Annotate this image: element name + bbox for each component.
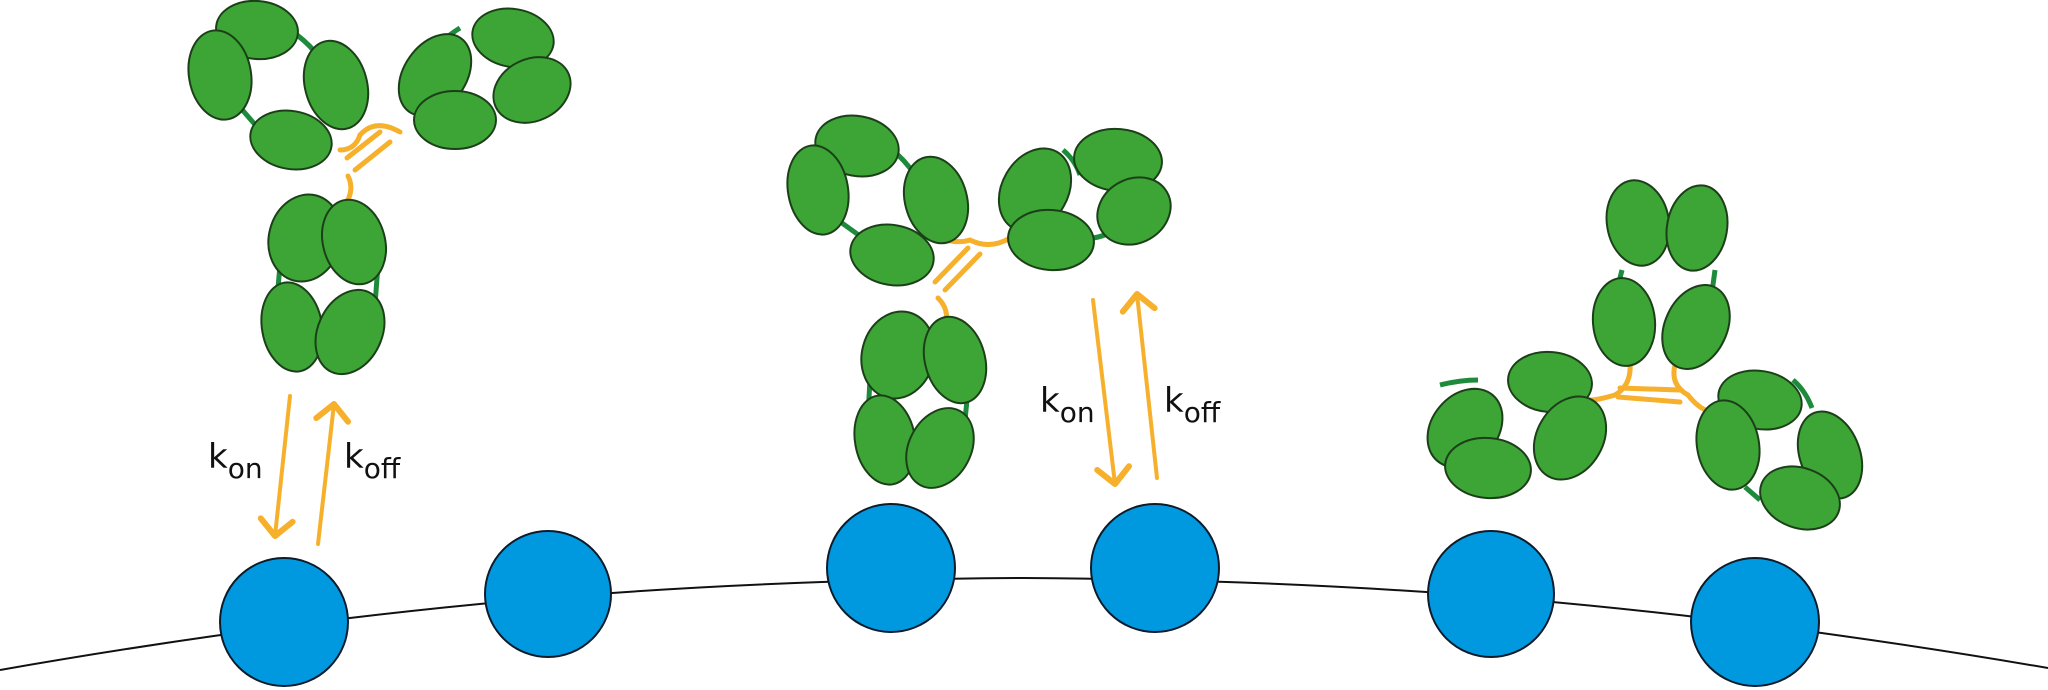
antigen: [484, 530, 612, 658]
light-chain-domain: [1444, 436, 1532, 500]
light-chain-domain: [1759, 465, 1841, 531]
heavy-chain-domain: [902, 155, 970, 245]
heavy-chain-domain: [471, 7, 555, 69]
koff-label-subscript: off: [1184, 396, 1221, 429]
light-chain-domain: [1007, 208, 1095, 272]
heavy-chain-domain: [1665, 184, 1729, 272]
antibody-middle: [786, 114, 1172, 489]
light-chain-domain: [187, 29, 253, 121]
heavy-chain-domain: [1661, 284, 1731, 370]
kon-arrow: [1091, 298, 1132, 487]
light-chain-domain: [249, 109, 333, 171]
rate-arrows-left: [257, 394, 352, 546]
heavy-chain-domain: [492, 56, 572, 124]
cell-membrane: [0, 576, 2048, 671]
koff-label-middle: koff: [1164, 381, 1221, 429]
antibody-linker: [1439, 377, 1479, 388]
kon-label-base: k: [208, 437, 228, 477]
hinge-region: [1587, 392, 1618, 403]
koff-label-base: k: [1164, 381, 1184, 421]
koff-arrow: [1119, 291, 1159, 480]
antibody-left: [187, 0, 572, 376]
heavy-chain-domain: [321, 198, 387, 286]
kon-arrow: [257, 394, 296, 539]
light-chain-domain: [786, 144, 850, 236]
light-chain-domain: [413, 90, 497, 150]
heavy-chain-domain: [1532, 395, 1608, 481]
hinge-region: [967, 235, 1013, 247]
light-chain-domain: [849, 223, 935, 287]
heavy-chain-domain: [302, 39, 370, 131]
antigen: [1427, 530, 1555, 658]
koff-label-left: koff: [344, 437, 401, 485]
disulfide-bond: [352, 139, 393, 173]
heavy-chain-domain: [314, 288, 386, 376]
heavy-chain-domain: [1605, 179, 1671, 267]
disulfide-bond: [1615, 394, 1683, 405]
antibody-right: [1426, 179, 1864, 531]
antigen: [826, 503, 956, 633]
antigen: [1090, 503, 1220, 633]
koff-arrow: [313, 401, 352, 546]
kon-label-base: k: [1040, 381, 1060, 421]
heavy-chain-domain: [905, 407, 975, 489]
antigen-group: [219, 503, 1820, 687]
disulfide-bond: [344, 129, 383, 161]
disulfide-bond: [1617, 385, 1683, 393]
disulfide-bond: [932, 245, 971, 285]
antibody-linker: [1743, 485, 1762, 502]
kon-label-middle: kon: [1040, 381, 1095, 429]
hinge-region: [1671, 362, 1691, 398]
hinge-region: [337, 132, 363, 153]
heavy-chain-domain: [922, 315, 988, 405]
antigen: [1690, 557, 1820, 687]
kon-label-subscript: on: [1060, 396, 1095, 429]
kon-label-subscript: on: [228, 452, 263, 485]
heavy-chain-domain: [1096, 176, 1172, 246]
antigen: [219, 557, 349, 687]
hinge-region: [357, 123, 403, 138]
rate-arrows-middle: [1091, 291, 1159, 487]
heavy-chain-domain: [1591, 277, 1657, 367]
disulfide-bond: [942, 251, 983, 293]
light-chain-domain: [1695, 399, 1761, 491]
koff-label-base: k: [344, 437, 364, 477]
koff-label-subscript: off: [364, 452, 401, 485]
kon-label-left: kon: [208, 437, 263, 485]
antibody-linker: [1791, 378, 1815, 409]
